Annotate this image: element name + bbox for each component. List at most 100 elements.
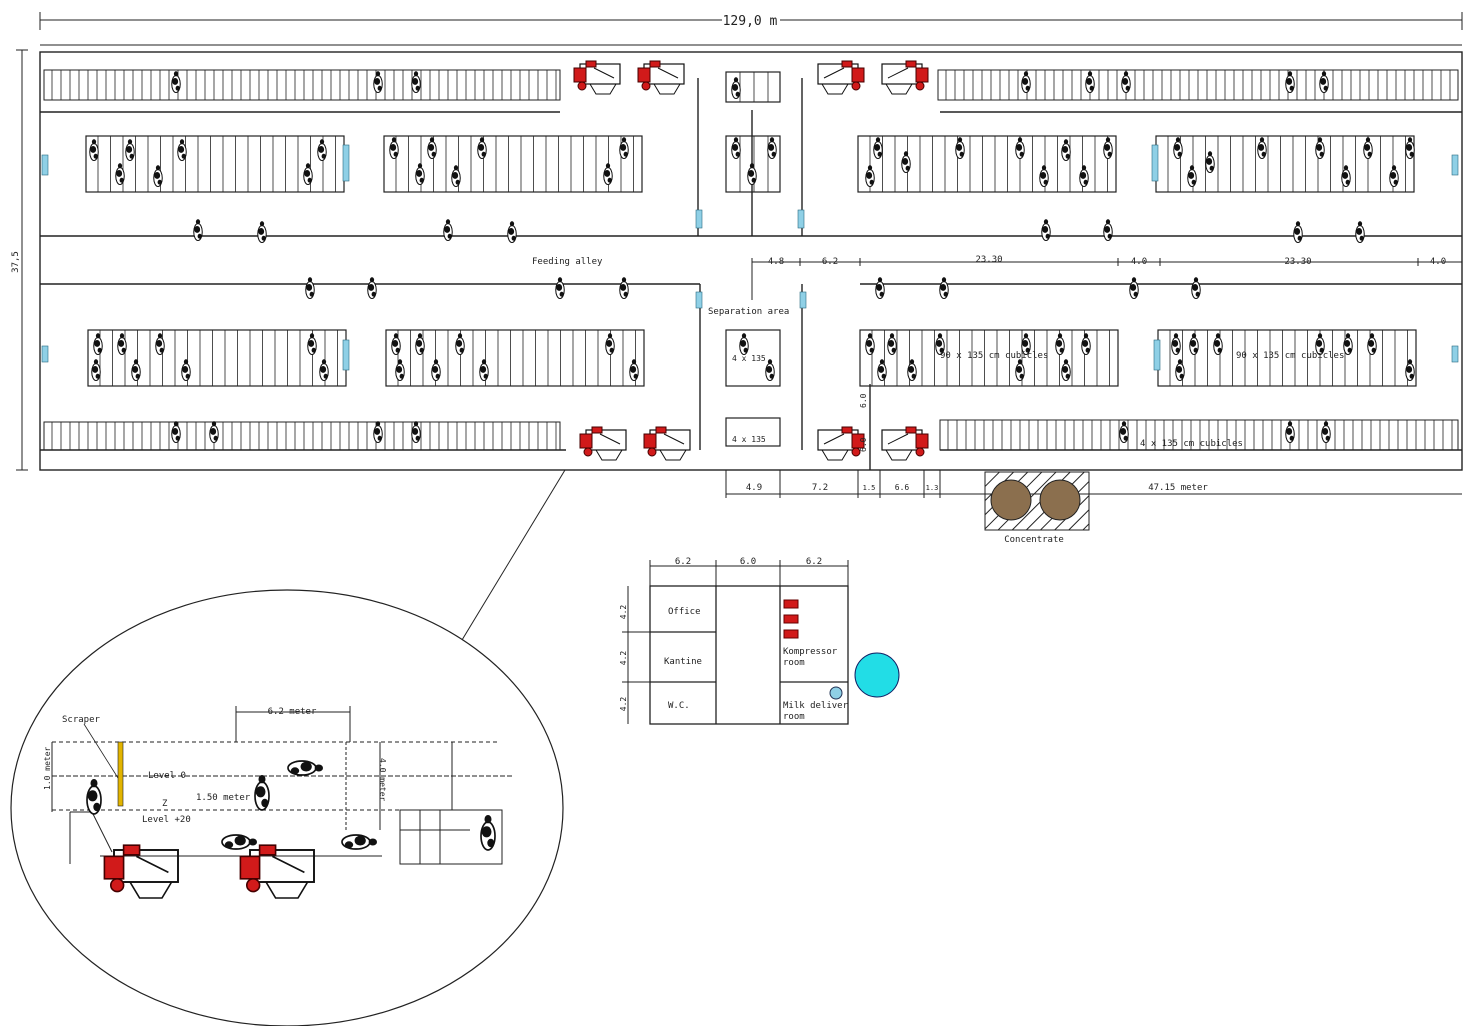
cow-icon (389, 137, 399, 160)
cow-icon (373, 71, 383, 94)
cow-icon (1021, 333, 1031, 356)
feeding-alley-label: Feeding alley (532, 257, 603, 267)
room-office-label: Office (668, 607, 701, 617)
cow-icon (1015, 137, 1025, 160)
cow-icon (317, 139, 327, 162)
cow-icon (373, 421, 383, 444)
milking-robot (579, 426, 627, 461)
milking-robot (817, 60, 865, 95)
room-milk-label-2: room (783, 712, 805, 722)
cow-icon (907, 359, 917, 382)
detail-width-label: 6.2 meter (268, 707, 317, 717)
cow-icon (254, 775, 270, 811)
cow-icon (739, 333, 749, 356)
cow-icon (1119, 421, 1129, 444)
cow-icon (1341, 165, 1351, 188)
dim-bottom-2: 7.2 (812, 483, 828, 493)
cow-icon (86, 779, 102, 815)
office-col-dim-3: 6.2 (806, 557, 822, 567)
cow-icon (303, 163, 313, 186)
cubicle-label-top-right: 90 x 135 cm cubicles (940, 351, 1048, 361)
dim-top-2: 6.2 (822, 257, 838, 267)
cow-icon (221, 834, 257, 850)
separation-area-label: Separation area (708, 307, 789, 317)
milking-robot (573, 60, 621, 95)
cow-icon (939, 277, 949, 300)
separation-pen-label-2: 4 x 135 (732, 435, 766, 444)
water-troughs (41, 144, 1459, 371)
detail-leader-line (461, 469, 566, 641)
cow-icon (1187, 165, 1197, 188)
cow-icon (605, 333, 615, 356)
room-kompressor-label-2: room (783, 658, 805, 668)
milking-robots (573, 60, 929, 461)
milking-robot (881, 60, 929, 95)
cow-icon (1121, 71, 1131, 94)
cow-icon (1355, 221, 1365, 244)
cow-icon (305, 277, 315, 300)
cow-icon (1129, 277, 1139, 300)
top-dimension-chain (751, 258, 1462, 300)
cow-icon (1171, 333, 1181, 356)
cow-icon (1285, 421, 1295, 444)
cow-icon (731, 137, 741, 160)
cow-icon (507, 221, 517, 244)
cow-icon (1189, 333, 1199, 356)
cubicle-block-1 (85, 135, 345, 193)
cow-icon (1041, 219, 1051, 242)
cow-icon (1103, 137, 1113, 160)
room-wc-label: W.C. (668, 701, 690, 711)
cow-icon (1315, 137, 1325, 160)
cow-icon (935, 333, 945, 356)
cow-icon (1039, 165, 1049, 188)
right-height-label: 4.0 meter (378, 758, 387, 802)
cow-icon (1081, 333, 1091, 356)
cow-icon (747, 163, 757, 186)
milking-robot (637, 60, 685, 95)
feed-rail-bottom-left (43, 421, 561, 451)
cubicle-block-5 (87, 329, 347, 387)
cow-icon (1293, 221, 1303, 244)
separation-pens (725, 71, 781, 447)
cow-icon (1061, 139, 1071, 162)
cubicle-block-2 (383, 135, 643, 193)
cow-icon (455, 333, 465, 356)
cow-icon (89, 139, 99, 162)
cow-icon (177, 139, 187, 162)
cow-icon (395, 359, 405, 382)
cow-icon (1285, 71, 1295, 94)
milk-tank-small (829, 686, 843, 700)
cow-symbols (89, 71, 1415, 444)
detail-callout-ellipse (10, 589, 564, 1026)
cow-icon (1175, 359, 1185, 382)
cow-icon (181, 359, 191, 382)
milking-robot (817, 426, 865, 461)
left-height-label: 1.0 meter (43, 746, 52, 790)
office-building (622, 560, 849, 725)
cow-icon (1315, 333, 1325, 356)
cow-icon (307, 333, 317, 356)
cow-icon (480, 815, 496, 851)
dim-bottom-4: 6.6 (895, 483, 910, 492)
cow-icon (887, 333, 897, 356)
cow-icon (1205, 151, 1215, 174)
compressor-units (783, 599, 799, 639)
cubicle-label-top-far-right: 90 x 135 cm cubicles (1236, 351, 1344, 361)
milking-robot (881, 426, 929, 461)
dim-top-5: 23.30 (1284, 257, 1311, 267)
scraper-label: Scraper (62, 715, 101, 725)
cubicle-label-bottom-right: 4 x 135 cm cubicles (1140, 439, 1243, 449)
cubicle-block-7 (859, 329, 1119, 387)
cubicle-block-6 (385, 329, 645, 387)
feed-rail-bottom-right (939, 419, 1459, 451)
cow-icon (1015, 359, 1025, 382)
dim-vertical-2: 6.0 (859, 437, 868, 452)
cow-icon (955, 137, 965, 160)
dim-top-4: 4.0 (1131, 257, 1147, 267)
cow-icon (451, 165, 461, 188)
concentrate-label: Concentrate (1004, 535, 1064, 545)
cow-icon (287, 760, 323, 776)
room-kompressor-label: Kompressor (783, 647, 838, 657)
cow-icon (131, 359, 141, 382)
cow-icon (91, 359, 101, 382)
